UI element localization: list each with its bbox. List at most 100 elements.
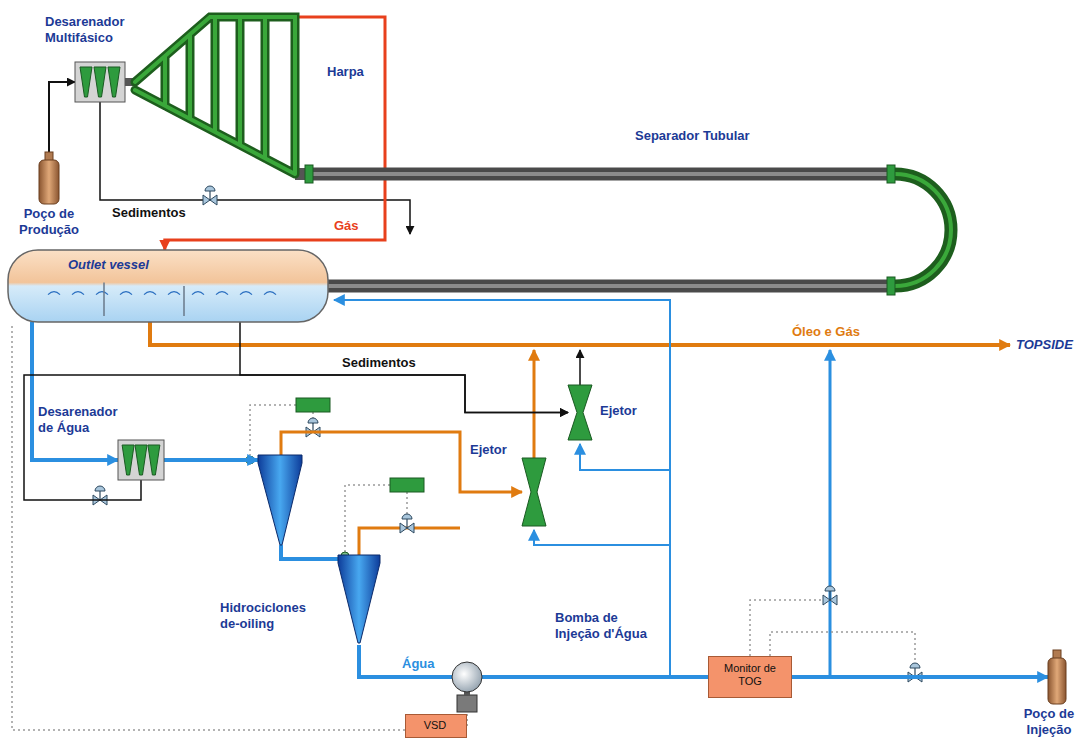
- valve: [908, 663, 922, 682]
- harp-pipes: [135, 17, 295, 174]
- level-controller: [390, 478, 424, 492]
- harp: Harpa: [135, 12, 295, 177]
- reject-oil-line: [359, 528, 460, 555]
- ejector-shape: [568, 385, 592, 440]
- desander-cyclone: [135, 445, 147, 475]
- well-body: [1048, 658, 1066, 704]
- outlet-vessel-shape: [8, 250, 328, 322]
- level-controller: [296, 398, 330, 412]
- pipe-coupling: [887, 277, 895, 295]
- motive-water-line: [580, 444, 670, 470]
- tubular-separator: Separador Tubular: [305, 160, 975, 295]
- box-text: VSD: [407, 719, 463, 732]
- flow-connector: [165, 17, 385, 250]
- ejector: Ejetor: [522, 458, 546, 526]
- ejector: Ejetor: [568, 385, 592, 440]
- equipment-label: Ejetor: [470, 442, 516, 458]
- outlet-vessel: Outlet vessel: [8, 250, 328, 322]
- valve: [203, 186, 217, 205]
- injection-well-shape: [1048, 650, 1066, 704]
- tubular-separator-shape: [305, 160, 975, 295]
- water-desander: Desarenador de Água: [118, 440, 164, 480]
- pump-motor: [457, 695, 477, 712]
- water-injection-pump-shape: [452, 662, 482, 692]
- valve: [823, 586, 837, 605]
- desander-cyclone: [122, 445, 134, 475]
- destination-label: TOPSIDE: [1014, 337, 1075, 353]
- desander-housing: [118, 440, 164, 480]
- stream-label: Sedimentos: [110, 205, 188, 221]
- vessel-shell: [8, 250, 328, 322]
- pipe-coupling: [305, 165, 313, 183]
- flow-connector: [49, 82, 75, 152]
- flow-connector: [32, 322, 118, 460]
- separator-pipe: [305, 174, 895, 286]
- separator-bend: [895, 174, 951, 286]
- stream-label: Gás: [332, 218, 361, 234]
- vsd-box: VSD: [405, 714, 467, 738]
- box-text: Outlet vessel: [68, 257, 168, 273]
- equipment-label: Desarenador Multifásico: [45, 14, 155, 45]
- desander-housing: [75, 62, 125, 102]
- control-signal: [250, 405, 407, 552]
- ejector-body: [568, 385, 592, 440]
- desander-cyclone: [108, 67, 120, 97]
- deoiling-hydrocyclones: Hidrociclones de-oiling: [258, 455, 380, 645]
- injection-well: Poço de Injeção: [1048, 650, 1066, 704]
- instrument-box: [406, 715, 467, 738]
- multiphase-desander-shape: [75, 62, 125, 102]
- water-to-topside-line: [829, 350, 832, 677]
- motive-water-line: [534, 530, 670, 545]
- ejector-outlet-line: [533, 350, 536, 458]
- valve: [306, 418, 320, 437]
- valve: [93, 486, 107, 505]
- flow-connector: [164, 458, 258, 462]
- stream-label: Água: [400, 656, 437, 672]
- harp-pipes: [135, 17, 295, 174]
- instrument-box: [709, 657, 792, 698]
- flow-connector: [482, 675, 708, 679]
- desander-cyclone: [148, 445, 160, 475]
- hydrocyclone: [258, 455, 302, 545]
- equipment-label: Desarenador de Água: [38, 404, 124, 435]
- cyclone-link: [281, 545, 338, 559]
- ejector-shape: [522, 458, 546, 526]
- stream-label: Sedimentos: [340, 355, 418, 371]
- pump-casing: [452, 662, 482, 692]
- valve: [400, 514, 414, 533]
- separator-pipe: [305, 174, 895, 286]
- flow-connector: [359, 645, 452, 677]
- equipment-label: Separador Tubular: [635, 128, 785, 144]
- flow-connector: [281, 432, 522, 492]
- oil-gas-line: [150, 322, 1010, 345]
- deoiling-hydrocyclones-shape: [258, 455, 380, 645]
- equipment-label: Poço de Injeção: [1014, 706, 1084, 737]
- pipe-coupling: [887, 165, 895, 183]
- stream-label: Óleo e Gás: [790, 324, 862, 340]
- equipment-label: Ejetor: [600, 403, 650, 419]
- equipment-label: Hidrociclones de-oiling: [220, 600, 320, 631]
- multiphase-desander: Desarenador Multifásico: [75, 62, 125, 102]
- box-text: Monitor de TOG: [712, 662, 788, 688]
- desander-cyclone: [94, 67, 106, 97]
- ejector-outlet-line: [579, 350, 581, 385]
- well-body: [39, 160, 59, 204]
- vessel-internals: [104, 282, 184, 316]
- ejector-body: [522, 458, 546, 526]
- flow-connector: [792, 675, 1048, 679]
- water-waves: [48, 292, 276, 295]
- equipment-label: Poço de Produção: [3, 206, 95, 237]
- harp-shape: [135, 12, 295, 177]
- tog-monitor: Monitor de TOG: [708, 656, 792, 698]
- flow-connector: [240, 322, 568, 413]
- hydrocyclone: [338, 555, 380, 643]
- water-desander-shape: [118, 440, 164, 480]
- production-well-shape: [39, 152, 59, 204]
- production-well: Poço de Produção: [39, 152, 59, 204]
- desander-cyclone: [80, 67, 92, 97]
- water-injection-pump: Bomba de Injeção d'Água: [452, 662, 482, 692]
- equipment-label: Harpa: [327, 64, 387, 80]
